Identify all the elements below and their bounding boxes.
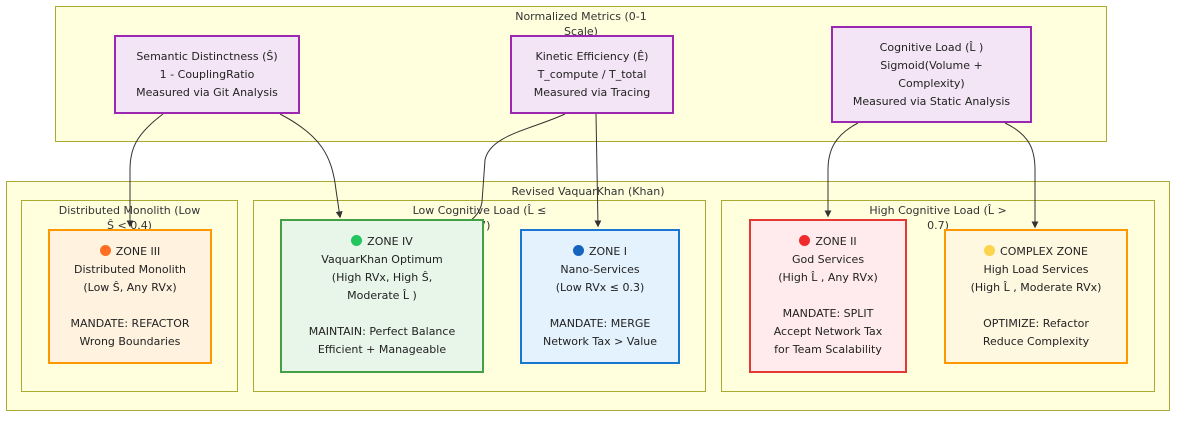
red-circle-icon (799, 235, 811, 246)
zone-ii-body: God Services (High L̂ , Any RVx) MANDATE… (773, 253, 883, 356)
complex-zone-node: COMPLEX ZONE High Load Services (High L̂… (944, 229, 1128, 364)
khan-cluster-title: Revised VaquarKhan (Khan) (511, 185, 665, 198)
zone-iii-node: ZONE III Distributed Monolith (Low Ŝ, An… (48, 229, 212, 364)
zone-iii-body: Distributed Monolith (Low Ŝ, Any RVx) MA… (70, 262, 190, 348)
complex-zone-title: COMPLEX ZONE (1000, 244, 1088, 258)
metrics-cluster-title: Normalized Metrics (0-1 Scale) (515, 10, 647, 38)
zone-ii-node: ZONE II God Services (High L̂ , Any RVx)… (749, 219, 907, 373)
yellow-circle-icon (984, 244, 996, 256)
zone-iv-title: ZONE IV (367, 235, 413, 248)
semantic-distinctness-text: Semantic Distinctness (Ŝ) 1 - CouplingRa… (136, 49, 278, 99)
orange-circle-icon (99, 244, 111, 256)
complex-zone-body: High Load Services (High L̂ , Moderate R… (970, 262, 1102, 348)
zone-iv-body: VaquarKhan Optimum (High RVx, High Ŝ, Mo… (308, 253, 456, 356)
kinetic-efficiency-text: Kinetic Efficiency (Ê) T_compute / T_tot… (533, 49, 651, 99)
cognitive-load-node: Cognitive Load (L̂ ) Sigmoid(Volume + Co… (831, 26, 1032, 123)
zone-iii-title: ZONE III (115, 244, 161, 258)
green-circle-icon (351, 235, 363, 246)
high-load-cluster-title: High Cognitive Load (L̂ > 0.7) (869, 204, 1007, 232)
kinetic-efficiency-node: Kinetic Efficiency (Ê) T_compute / T_tot… (510, 35, 674, 114)
zone-i-body: Nano-Services (Low RVx ≤ 0.3) MANDATE: M… (543, 262, 657, 348)
zone-iv-node: ZONE IV VaquarKhan Optimum (High RVx, Hi… (280, 219, 484, 373)
zone-i-node: ZONE I Nano-Services (Low RVx ≤ 0.3) MAN… (520, 229, 680, 364)
zone-ii-title: ZONE II (815, 235, 857, 248)
cognitive-load-text: Cognitive Load (L̂ ) Sigmoid(Volume + Co… (852, 40, 1011, 108)
zone-i-title: ZONE I (588, 244, 628, 258)
semantic-distinctness-node: Semantic Distinctness (Ŝ) 1 - CouplingRa… (114, 35, 300, 114)
blue-circle-icon (572, 244, 584, 256)
